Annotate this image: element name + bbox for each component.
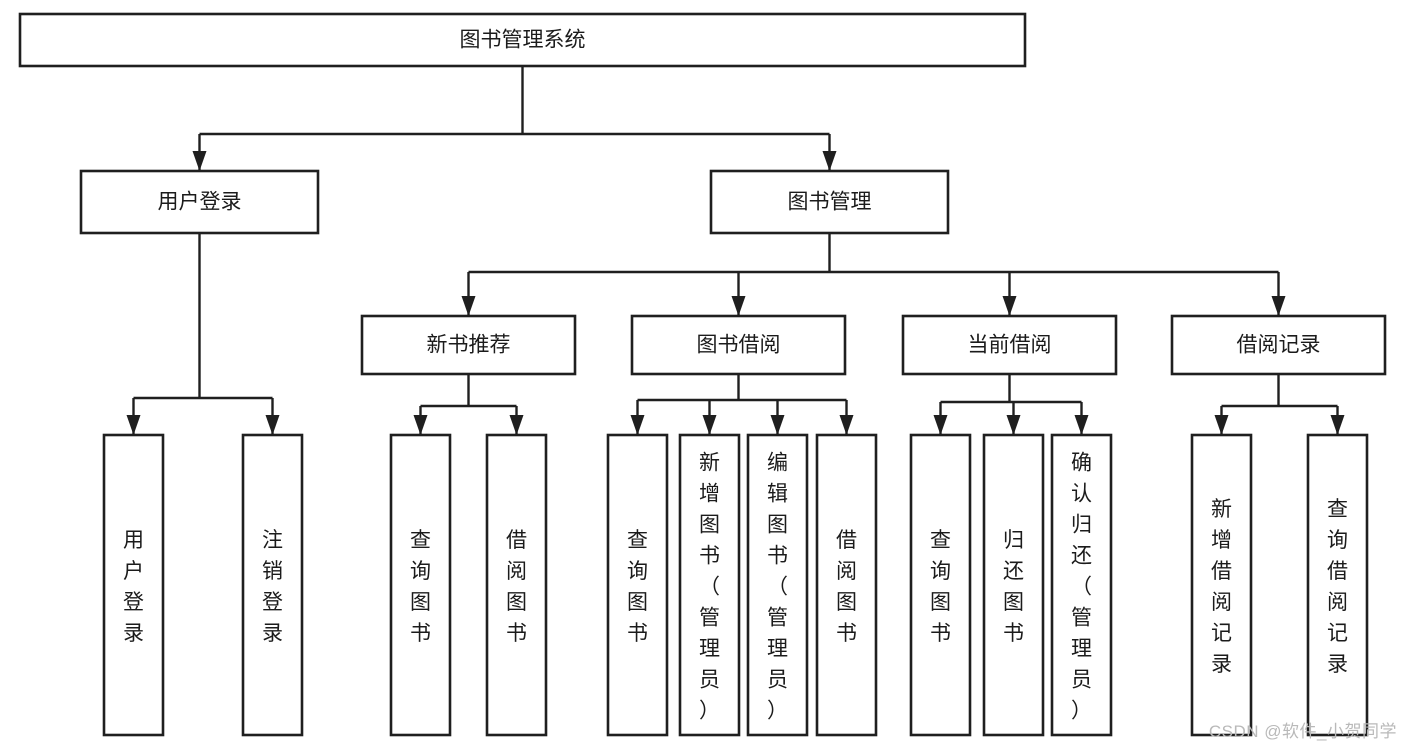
edge-group-book-borrow bbox=[630, 374, 854, 435]
node-label-leaf-user-login: 用户登录 bbox=[123, 529, 144, 645]
node-label-leaf-borrow-book-2: 借阅图书 bbox=[836, 529, 857, 645]
edge-group-root bbox=[192, 66, 837, 171]
node-box-leaf-borrow-book-2[interactable] bbox=[815, 433, 878, 737]
node-label-leaf-return-book: 归还图书 bbox=[1003, 529, 1024, 645]
node-leaf-query-record[interactable]: 查询借阅记录 bbox=[1306, 433, 1369, 737]
node-box-leaf-query-record[interactable] bbox=[1306, 433, 1369, 737]
node-box-leaf-edit-book[interactable] bbox=[746, 433, 809, 737]
node-label-new-book-rec: 新书推荐 bbox=[427, 334, 511, 357]
node-label-leaf-logout: 注销登录 bbox=[262, 529, 283, 645]
node-leaf-confirm-return[interactable]: 确认归还（管理员） bbox=[1050, 433, 1113, 737]
node-box-leaf-add-record[interactable] bbox=[1190, 433, 1253, 737]
node-leaf-query-book-2[interactable]: 查询图书 bbox=[606, 433, 669, 737]
node-label-current-borrow: 当前借阅 bbox=[968, 334, 1052, 357]
node-label-book-manage: 图书管理 bbox=[788, 191, 872, 214]
node-box-leaf-user-login[interactable] bbox=[102, 433, 165, 737]
node-root[interactable]: 图书管理系统 bbox=[18, 12, 1027, 68]
node-new-book-rec[interactable]: 新书推荐 bbox=[360, 314, 577, 376]
node-label-borrow-record: 借阅记录 bbox=[1237, 334, 1321, 357]
node-leaf-borrow-book-2[interactable]: 借阅图书 bbox=[815, 433, 878, 737]
node-box-leaf-query-book-1[interactable] bbox=[389, 433, 452, 737]
node-label-leaf-query-record: 查询借阅记录 bbox=[1327, 498, 1348, 676]
node-box-leaf-confirm-return[interactable] bbox=[1050, 433, 1113, 737]
edge-group-current-borrow bbox=[933, 374, 1089, 435]
node-leaf-add-book[interactable]: 新增图书（管理员） bbox=[678, 433, 741, 737]
node-box-user-login[interactable] bbox=[79, 169, 320, 235]
node-box-leaf-borrow-book-1[interactable] bbox=[485, 433, 548, 737]
node-label-leaf-query-book-1: 查询图书 bbox=[410, 529, 431, 645]
edge-group-book-manage bbox=[461, 233, 1286, 316]
node-label-leaf-query-book-2: 查询图书 bbox=[627, 529, 648, 645]
node-label-leaf-query-book-3: 查询图书 bbox=[930, 529, 951, 645]
node-label-leaf-edit-book: 编辑图书（管理员） bbox=[767, 452, 788, 723]
node-current-borrow[interactable]: 当前借阅 bbox=[901, 314, 1118, 376]
node-label-root: 图书管理系统 bbox=[460, 29, 586, 52]
edge-group-user-login bbox=[126, 233, 280, 435]
node-leaf-logout[interactable]: 注销登录 bbox=[241, 433, 304, 737]
node-user-login[interactable]: 用户登录 bbox=[79, 169, 320, 235]
node-box-leaf-add-book[interactable] bbox=[678, 433, 741, 737]
node-book-manage[interactable]: 图书管理 bbox=[709, 169, 950, 235]
edge-group-new-book-rec bbox=[413, 374, 524, 435]
node-box-book-manage[interactable] bbox=[709, 169, 950, 235]
node-leaf-edit-book[interactable]: 编辑图书（管理员） bbox=[746, 433, 809, 737]
node-box-leaf-query-book-3[interactable] bbox=[909, 433, 972, 737]
node-book-borrow[interactable]: 图书借阅 bbox=[630, 314, 847, 376]
node-box-book-borrow[interactable] bbox=[630, 314, 847, 376]
edge-group-borrow-record bbox=[1214, 374, 1345, 435]
node-leaf-query-book-1[interactable]: 查询图书 bbox=[389, 433, 452, 737]
node-leaf-borrow-book-1[interactable]: 借阅图书 bbox=[485, 433, 548, 737]
csdn-watermark: CSDN @软件_小贺同学 bbox=[1208, 722, 1397, 741]
node-box-borrow-record[interactable] bbox=[1170, 314, 1387, 376]
node-box-current-borrow[interactable] bbox=[901, 314, 1118, 376]
node-label-book-borrow: 图书借阅 bbox=[697, 334, 781, 357]
node-box-new-book-rec[interactable] bbox=[360, 314, 577, 376]
node-leaf-return-book[interactable]: 归还图书 bbox=[982, 433, 1045, 737]
connector-layer bbox=[126, 66, 1345, 435]
node-box-leaf-logout[interactable] bbox=[241, 433, 304, 737]
node-leaf-add-record[interactable]: 新增借阅记录 bbox=[1190, 433, 1253, 737]
node-label-leaf-borrow-book-1: 借阅图书 bbox=[506, 529, 527, 645]
node-layer: 图书管理系统用户登录图书管理新书推荐图书借阅当前借阅借阅记录用户登录注销登录查询… bbox=[18, 12, 1387, 737]
node-box-leaf-query-book-2[interactable] bbox=[606, 433, 669, 737]
node-box-leaf-return-book[interactable] bbox=[982, 433, 1045, 737]
node-label-leaf-confirm-return: 确认归还（管理员） bbox=[1071, 452, 1092, 723]
node-label-user-login: 用户登录 bbox=[158, 191, 242, 214]
node-borrow-record[interactable]: 借阅记录 bbox=[1170, 314, 1387, 376]
node-leaf-query-book-3[interactable]: 查询图书 bbox=[909, 433, 972, 737]
node-label-leaf-add-record: 新增借阅记录 bbox=[1211, 498, 1232, 676]
node-leaf-user-login[interactable]: 用户登录 bbox=[102, 433, 165, 737]
node-label-leaf-add-book: 新增图书（管理员） bbox=[699, 452, 720, 723]
node-box-root[interactable] bbox=[18, 12, 1027, 68]
